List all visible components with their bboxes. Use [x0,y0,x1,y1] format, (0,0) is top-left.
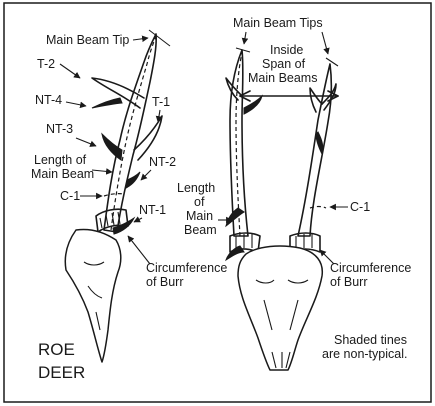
label-right-length-line1: Length [177,181,215,195]
right-diagram-right-beam [298,64,331,236]
label-length-line2: Main Beam [31,167,94,181]
label-c1: C-1 [60,189,80,203]
right-nt-right [316,132,323,154]
label-inside-line3: Main Beams [248,71,317,85]
right-nt-lower-left [226,208,244,226]
label-right-circumference-line1: Circumference [330,261,411,275]
c1-line [104,194,124,196]
label-right-circumference-line2: of Burr [330,275,368,289]
note-line1: Shaded tines [334,333,407,347]
label-inside-line2: Span of [262,57,306,71]
note-line2: are non-typical. [322,347,407,361]
label-nt3: NT-3 [46,122,73,136]
label-right-length-line3: Main [186,209,213,223]
species-label-line2: DEER [38,363,85,382]
right-c1-line [310,207,326,209]
label-right-length-line2: of [194,195,205,209]
right-skull [238,246,322,370]
label-t1: T-1 [152,95,170,109]
species-label-line1: ROE [38,340,75,359]
label-nt1: NT-1 [139,203,166,217]
label-circumference-line2: of Burr [146,275,184,289]
label-length-line1: Length of [34,153,87,167]
label-main-beam-tips: Main Beam Tips [233,16,323,30]
label-t2: T-2 [37,57,55,71]
label-circumference-line1: Circumference [146,261,227,275]
label-right-length-line4: Beam [184,223,217,237]
label-main-beam-tip: Main Beam Tip [46,33,129,47]
label-inside-line1: Inside [270,43,303,57]
label-nt4: NT-4 [35,93,62,107]
label-right-c1: C-1 [350,200,370,214]
label-nt2: NT-2 [149,155,176,169]
tine-nt4 [92,98,122,108]
